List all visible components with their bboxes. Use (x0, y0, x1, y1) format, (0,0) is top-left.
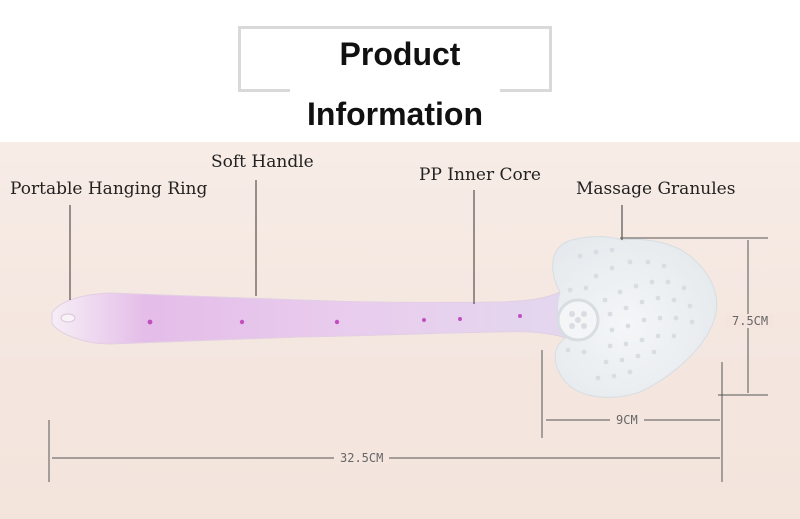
label-soft-handle: Soft Handle (211, 152, 314, 172)
page-subtitle: Information (307, 96, 483, 132)
dimension-head-width: 9CM (610, 413, 644, 427)
massage-granules (565, 247, 695, 381)
dimension-total-length: 32.5CM (334, 451, 390, 465)
dimension-height: 7.5CM (726, 314, 775, 328)
label-pp-inner-core: PP Inner Core (419, 165, 541, 185)
title-frame-corner-right (500, 89, 552, 92)
label-massage-granules: Massage Granules (576, 179, 736, 199)
title-frame (238, 26, 552, 92)
label-portable-hanging-ring: Portable Hanging Ring (10, 179, 208, 199)
header-area: Product Information (0, 0, 800, 142)
title-frame-corner-left (238, 89, 290, 92)
page-title: Product (339, 36, 461, 72)
leader-lines (69, 180, 623, 304)
hanging-ring-hole (60, 313, 76, 323)
handle-dots (147, 314, 522, 325)
soft-handle-shape (51, 291, 567, 345)
